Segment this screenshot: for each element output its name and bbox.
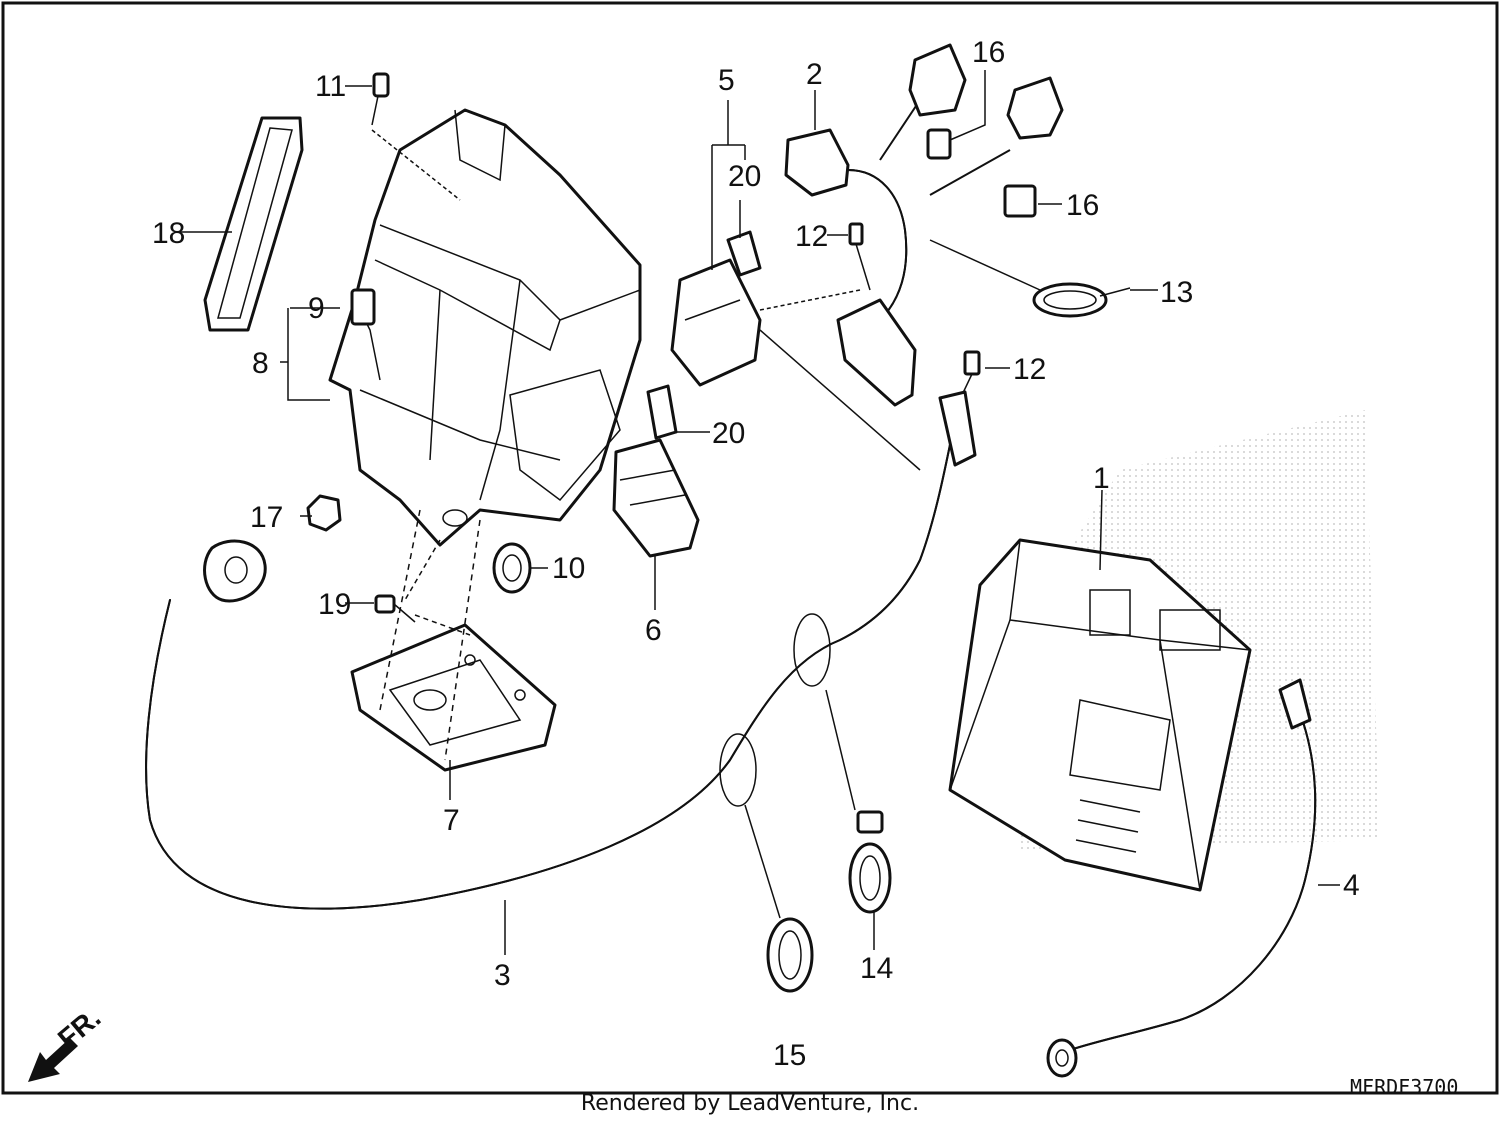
drawing-code: MFRDF3700 [1350,1075,1458,1099]
callout-11: 11 [315,70,346,103]
callout-20b: 20 [712,417,745,450]
battery-band [203,116,304,332]
relay-rubber-6 [612,438,700,558]
front-direction-indicator: FR. [28,1002,106,1082]
callout-14: 14 [860,952,893,985]
callout-6: 6 [645,614,662,647]
callout-7: 7 [443,804,460,837]
bolt-19 [374,594,416,623]
cushion-9 [350,288,376,326]
relay-holder-20-upper [726,230,762,277]
screw-12-lower [961,350,981,396]
diagram-frame [1,1,1499,1095]
battery-box [328,108,642,547]
callout-5: 5 [718,64,735,97]
callout-4: 4 [1343,869,1360,902]
band-16-upper [926,128,952,160]
battery [948,538,1252,892]
callout-1: 1 [1093,462,1110,495]
callout-16b: 16 [1066,189,1099,222]
callout-15: 15 [773,1039,806,1072]
relay-holder-20-lower [646,384,678,440]
callout-8: 8 [252,347,269,380]
callout-20a: 20 [728,160,761,193]
leader-lines [180,70,1340,955]
clamp-13 [929,239,1131,318]
callout-3: 3 [494,959,511,992]
callout-labels: 1 2 3 4 5 6 7 8 9 10 11 12 12 13 14 15 1… [152,36,1360,1072]
band-16-lower [1003,184,1037,218]
front-direction-label: FR. [52,1002,106,1055]
nut-17 [306,494,342,532]
callout-2: 2 [806,58,823,91]
relay-5 [670,258,762,387]
clamp-14 [825,689,892,914]
grommet-10 [492,542,532,594]
callout-13: 13 [1160,276,1193,309]
callout-19: 19 [318,588,351,621]
assembly-lines [379,329,921,761]
screw-12-upper [848,222,871,291]
callout-10: 10 [552,552,585,585]
callout-16a: 16 [972,36,1005,69]
bolt-11 [371,72,461,201]
callout-12a: 12 [795,220,828,253]
callout-17: 17 [250,501,283,534]
negative-cable-4 [1046,678,1317,1078]
sub-harness-2 [759,43,1064,407]
render-credit: Rendered by LeadVenture, Inc. [580,1091,920,1116]
front-arrow-icon [28,1038,78,1082]
callout-12b: 12 [1013,353,1046,386]
battery-cable-3 [145,390,977,910]
callout-9: 9 [308,292,325,325]
clamp-15 [744,804,814,993]
callout-18: 18 [152,217,185,250]
